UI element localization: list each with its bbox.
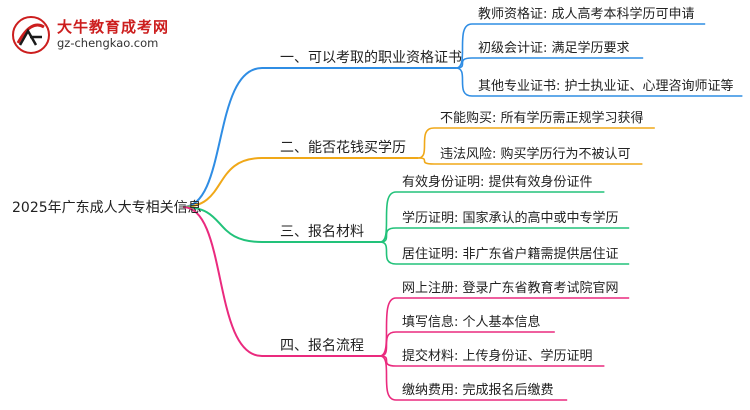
branch-label: 一、可以考取的职业资格证书 — [280, 50, 462, 66]
leaf-label: 提交材料: 上传身份证、学历证明 — [402, 348, 593, 364]
leaf-label: 填写信息: 个人基本信息 — [402, 314, 541, 330]
leaf-label: 缴纳费用: 完成报名后缴费 — [402, 382, 554, 398]
mind-map-edges — [182, 23, 743, 401]
branch-to-leaf-edge — [379, 191, 397, 243]
branch-to-leaf-edge — [379, 241, 397, 265]
site-logo[interactable]: 大牛教育成考网 gz-chengkao.com — [10, 15, 220, 54]
leaf-label: 居住证明: 非广东省户籍需提供居住证 — [402, 246, 619, 262]
logo-site-url: gz-chengkao.com — [57, 36, 159, 50]
root-to-branch-edge — [182, 67, 263, 208]
leaf-label: 教师资格证: 成人高考本科学历可申请 — [478, 6, 695, 22]
branch-to-leaf-edge — [379, 331, 397, 357]
leaf-label: 网上注册: 登录广东省教育考试院官网 — [402, 280, 619, 296]
logo-site-name: 大牛教育成考网 — [57, 18, 170, 36]
logo-mark-icon — [12, 16, 50, 54]
branch-to-leaf-edge — [455, 23, 473, 69]
branch-to-leaf-edge — [417, 127, 435, 159]
root-to-branch-edge — [182, 206, 263, 243]
root-node-label: 2025年广东成人大专相关信息 — [12, 199, 202, 216]
branch-to-leaf-edge — [379, 297, 397, 357]
leaf-label: 学历证明: 国家承认的高中或中专学历 — [402, 210, 619, 226]
leaf-label: 违法风险: 购买学历行为不被认可 — [440, 146, 631, 162]
branch-to-leaf-edge — [379, 227, 397, 243]
branch-to-leaf-edge — [379, 355, 397, 401]
branch-label: 四、报名流程 — [280, 338, 364, 354]
root-to-branch-edge — [182, 157, 263, 208]
leaf-label: 有效身份证明: 提供有效身份证件 — [402, 174, 593, 190]
leaf-label: 不能购买: 所有学历需正规学习获得 — [440, 110, 644, 126]
leaf-label: 初级会计证: 满足学历要求 — [478, 40, 630, 56]
branch-to-leaf-edge — [455, 67, 473, 97]
branch-label: 三、报名材料 — [280, 224, 364, 240]
leaf-label: 其他专业证书: 护士执业证、心理咨询师证等 — [478, 78, 734, 94]
branch-label: 二、能否花钱买学历 — [280, 140, 406, 156]
root-to-branch-edge — [182, 206, 263, 357]
mind-map-nodes: 2025年广东成人大专相关信息 一、可以考取的职业资格证书 教师资格证: 成人高考本… — [12, 6, 734, 398]
branch-to-leaf-edge — [417, 157, 435, 165]
